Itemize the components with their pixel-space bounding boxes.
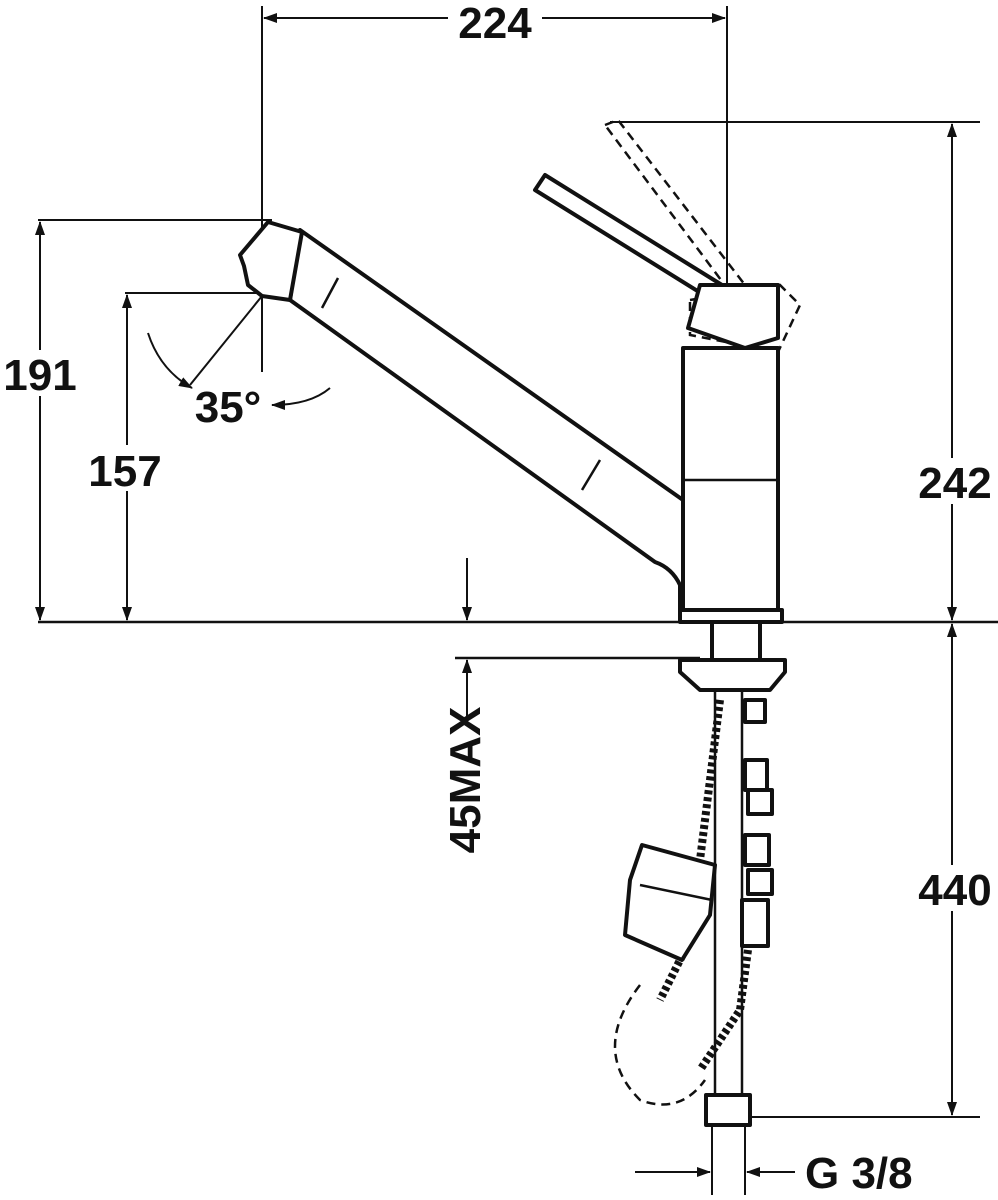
shank-length-dimension: 440 <box>745 623 998 1118</box>
shank-length-label: 440 <box>918 866 991 915</box>
spray-head <box>238 220 304 302</box>
lever-cap <box>686 283 780 350</box>
width-label: 224 <box>458 0 532 48</box>
spout <box>288 228 685 614</box>
faucet <box>238 118 802 1127</box>
angle-dimension: 35° <box>147 295 331 432</box>
spout-height-label: 191 <box>3 351 76 400</box>
width-dimension: 224 <box>261 0 728 372</box>
counter-thickness-dimension: 45MAX <box>441 558 490 853</box>
counter-thickness-label: 45MAX <box>441 707 490 854</box>
spout-height-dimension: 191 <box>0 219 272 621</box>
total-height-label: 242 <box>918 459 991 508</box>
connection-label: G 3/8 <box>805 1149 913 1198</box>
shank <box>710 620 762 664</box>
connection-dimension: G 3/8 <box>635 1125 913 1198</box>
outlet-height-dimension: 157 <box>84 292 262 621</box>
lever-alt-position <box>603 118 747 294</box>
hose-weight <box>623 843 717 962</box>
angle-label: 35° <box>195 383 262 432</box>
connection-nut <box>704 1093 752 1127</box>
outlet-height-label: 157 <box>88 447 161 496</box>
mounting-nut <box>678 658 787 692</box>
total-height-dimension: 242 <box>610 121 998 621</box>
lever-handle <box>533 173 724 302</box>
